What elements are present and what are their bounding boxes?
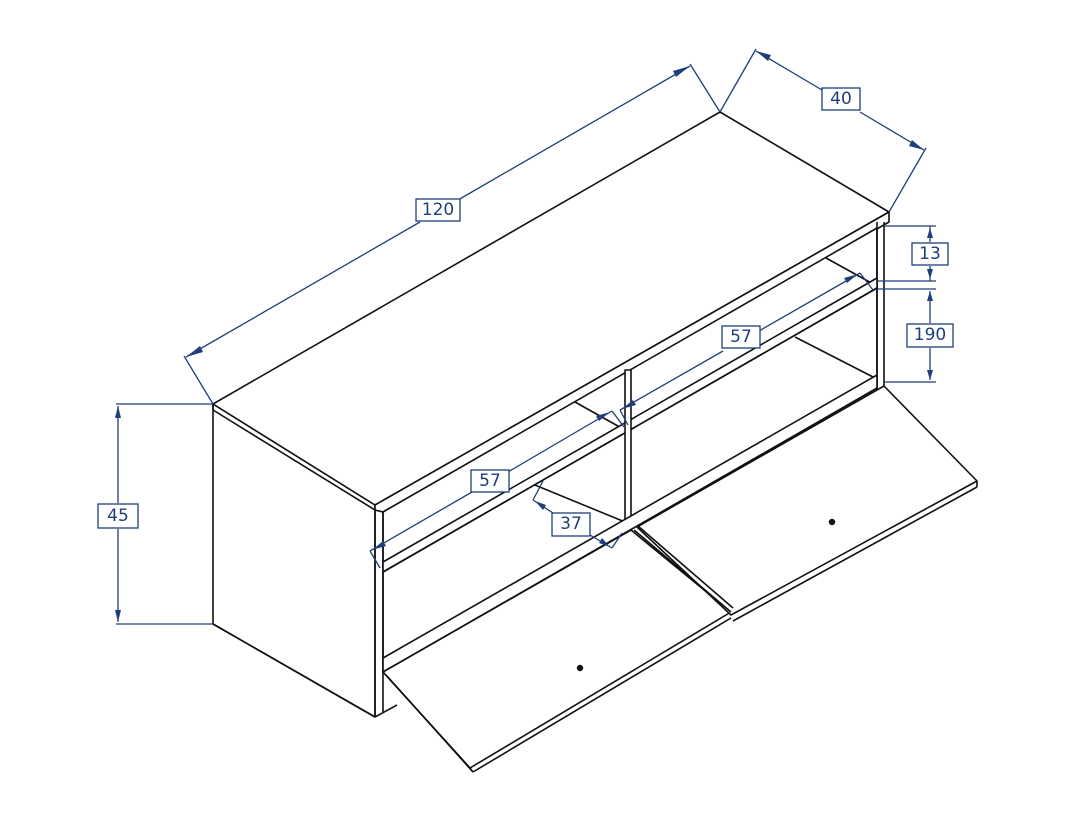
dimension-label-panel-thickness: 13 (919, 244, 941, 264)
bottom-rail (382, 374, 878, 673)
dimension-opening-height: 190 (877, 288, 954, 383)
dimension-label-length: 120 (422, 200, 454, 220)
flaps (382, 385, 978, 773)
left-flap-knob-icon (576, 664, 584, 672)
dimension-label-height: 45 (107, 506, 129, 526)
dimension-compartment-width-rear: 57 (619, 272, 874, 426)
dimension-compartment-depth: 37 (532, 480, 623, 549)
dimension-label-compartment-depth: 37 (560, 514, 582, 534)
dimension-height: 45 (97, 403, 213, 625)
middle-divider (624, 369, 632, 523)
dimension-length: 120 (183, 63, 721, 405)
dimension-compartment-width-front: 57 (369, 410, 625, 569)
dimension-depth: 40 (719, 48, 927, 213)
dimensions: 120 40 13 (97, 48, 954, 625)
dimension-label-compartment-width-rear: 57 (730, 327, 752, 347)
right-flap-knob-icon (828, 518, 836, 526)
dimension-label-opening-height: 190 (914, 325, 946, 345)
dimension-label-depth: 40 (830, 89, 852, 109)
dimension-panel-thickness: 13 (877, 225, 949, 282)
dimension-label-compartment-width-front: 57 (479, 471, 501, 491)
